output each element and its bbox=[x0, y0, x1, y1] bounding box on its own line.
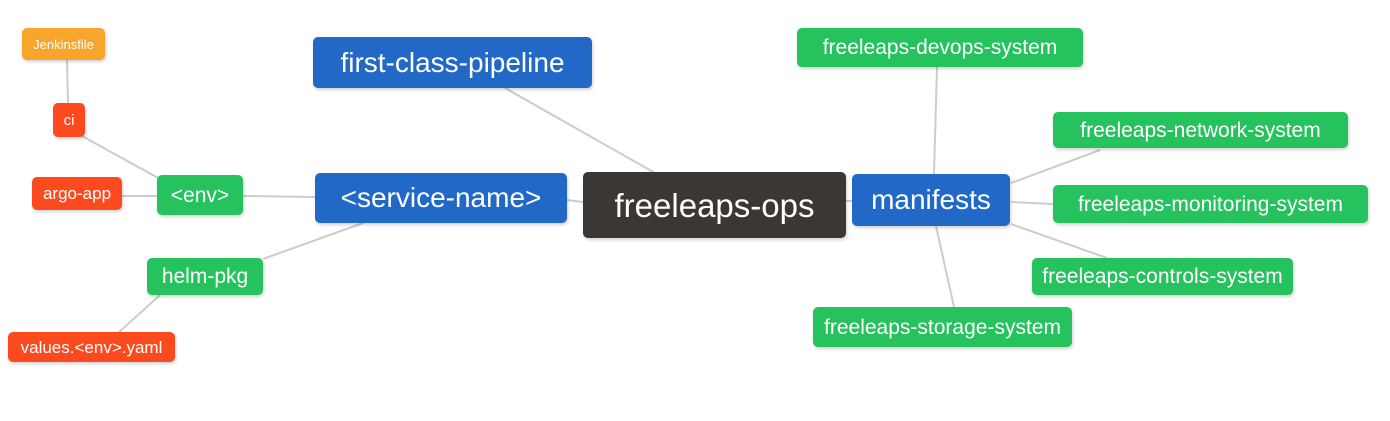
node-values-env-yaml[interactable]: values.<env>.yaml bbox=[8, 332, 175, 362]
node-freeleaps-monitoring-system[interactable]: freeleaps-monitoring-system bbox=[1053, 185, 1368, 223]
node-service-name[interactable]: <service-name> bbox=[315, 173, 567, 223]
node-manifests[interactable]: manifests bbox=[852, 174, 1010, 226]
node-freeleaps-controls-system[interactable]: freeleaps-controls-system bbox=[1032, 258, 1293, 295]
edge-manifests--freeleaps-monitoring-system bbox=[1010, 201, 1054, 205]
edge-manifests--freeleaps-storage-system bbox=[935, 225, 955, 308]
node-freeleaps-ops[interactable]: freeleaps-ops bbox=[583, 172, 846, 238]
edge-first-class-pipeline--freeleaps-ops bbox=[504, 87, 656, 174]
node-ci[interactable]: ci bbox=[53, 103, 85, 137]
edge-ci--env bbox=[81, 135, 161, 180]
node-freeleaps-network-system[interactable]: freeleaps-network-system bbox=[1053, 112, 1348, 148]
edge-manifests--freeleaps-devops-system bbox=[933, 66, 938, 175]
edge-helm-pkg--values-env-yaml bbox=[117, 294, 161, 334]
node-freeleaps-devops-system[interactable]: freeleaps-devops-system bbox=[797, 28, 1083, 67]
edge-manifests--freeleaps-controls-system bbox=[1010, 223, 1108, 259]
node-argo-app[interactable]: argo-app bbox=[32, 177, 122, 210]
node-freeleaps-storage-system[interactable]: freeleaps-storage-system bbox=[813, 307, 1072, 347]
edge-jenkinsfile--ci bbox=[66, 59, 69, 104]
edge-service-name--helm-pkg bbox=[262, 222, 364, 260]
edge-env--service-name bbox=[242, 195, 316, 198]
node-helm-pkg[interactable]: helm-pkg bbox=[147, 258, 263, 295]
node-first-class-pipeline[interactable]: first-class-pipeline bbox=[313, 37, 592, 88]
node-jenkinsfile[interactable]: Jenkinsfile bbox=[22, 28, 105, 60]
edge-service-name--freeleaps-ops bbox=[566, 199, 584, 203]
node-env[interactable]: <env> bbox=[157, 175, 243, 215]
edge-manifests--freeleaps-network-system bbox=[1010, 149, 1101, 184]
